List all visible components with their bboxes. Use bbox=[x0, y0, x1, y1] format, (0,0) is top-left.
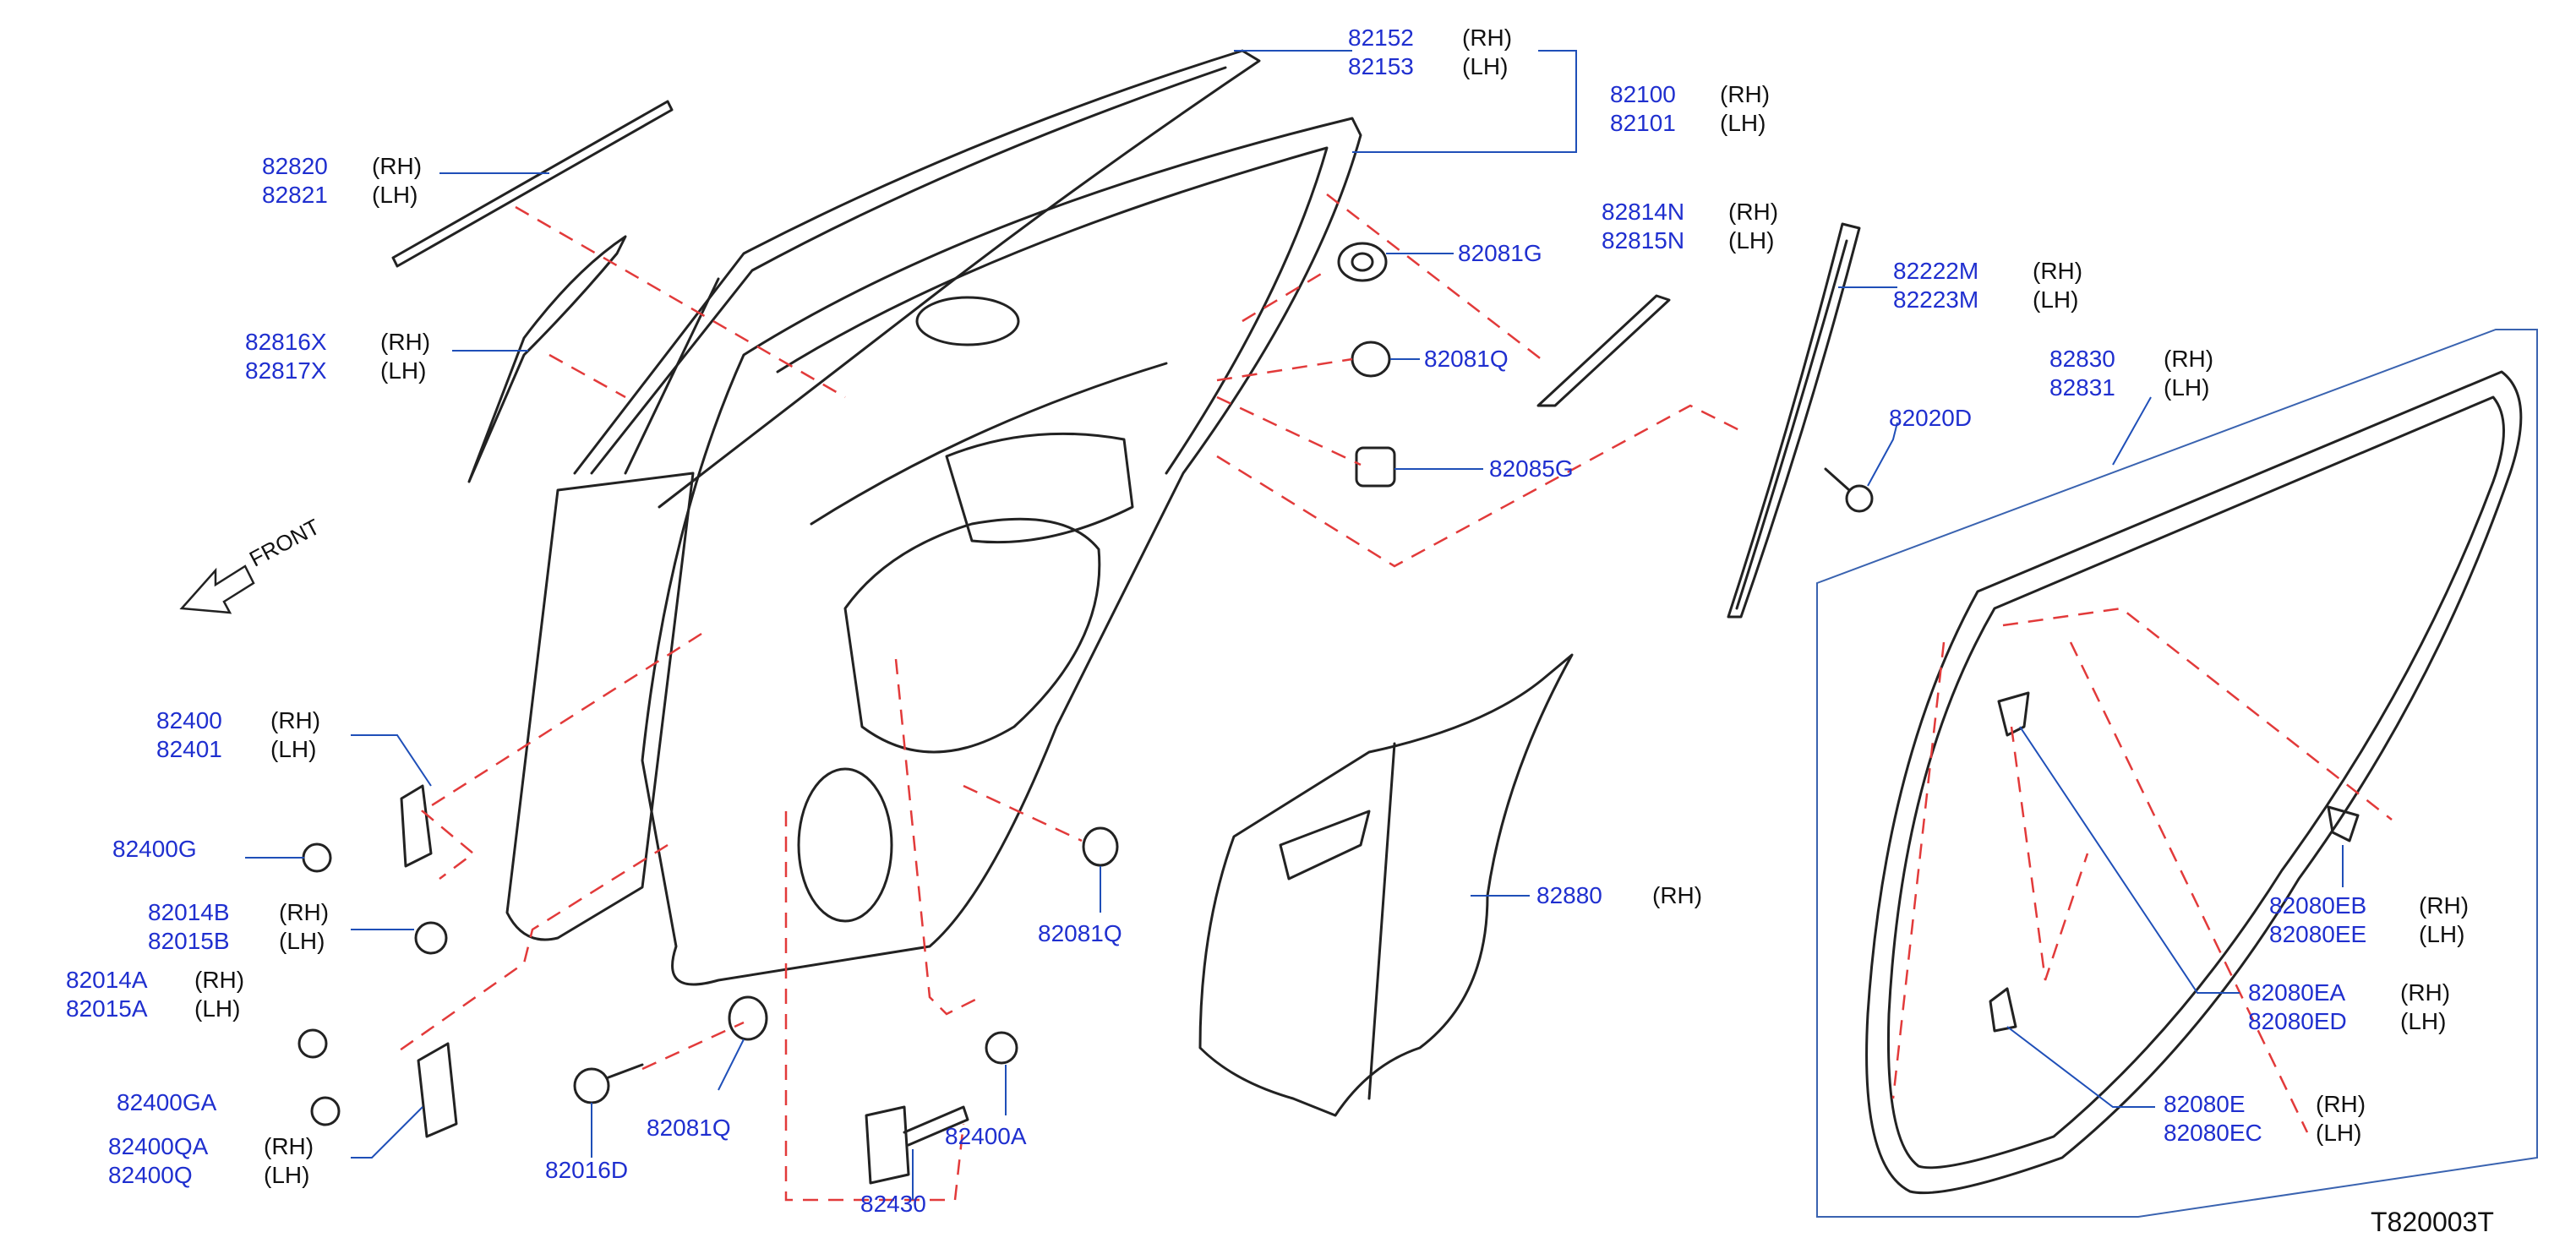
callout-82100: 82100 82101 bbox=[1610, 81, 1676, 136]
leader-82080ea bbox=[2019, 726, 2240, 994]
door-outer-panel bbox=[505, 472, 695, 941]
door-inner-panel bbox=[641, 117, 1362, 986]
leader-82830 bbox=[2112, 396, 2152, 466]
callout-82430: 82430 bbox=[860, 1191, 926, 1217]
callout-82080e: 82080E 82080EC bbox=[2164, 1091, 2262, 1146]
callout-82830-side: (RH) (LH) bbox=[2164, 346, 2214, 401]
callout-82400-side: (RH) (LH) bbox=[270, 707, 321, 762]
callout-82816-side: (RH) (LH) bbox=[380, 329, 431, 384]
door-check-link bbox=[865, 1105, 910, 1185]
bolt-82020d bbox=[1845, 484, 1874, 513]
corner-finisher bbox=[1536, 294, 1671, 407]
callout-82880: 82880 bbox=[1536, 882, 1602, 908]
callout-82014a-side: (RH) (LH) bbox=[194, 967, 245, 1022]
leader-82080e bbox=[2006, 1026, 2155, 1108]
sash-channel bbox=[1727, 222, 1861, 619]
clip-82080eb bbox=[2327, 805, 2360, 842]
grommet-82081g bbox=[1337, 242, 1388, 282]
leader-82020d bbox=[1867, 422, 1898, 487]
leader-82100 bbox=[1352, 50, 1577, 153]
bolt-82400a bbox=[985, 1031, 1018, 1065]
bolt-82014a bbox=[297, 1028, 328, 1059]
callout-82016d: 82016D bbox=[545, 1157, 629, 1183]
callout-82081g: 82081G bbox=[1458, 240, 1542, 266]
callout-82081q-top: 82081Q bbox=[1424, 346, 1509, 372]
callout-82820-side: (RH) (LH) bbox=[372, 153, 423, 208]
callout-82080eb: 82080EB 82080EE bbox=[2269, 892, 2367, 947]
callout-82814-side: (RH) (LH) bbox=[1728, 199, 1779, 254]
callout-82081q-low: 82081Q bbox=[647, 1115, 731, 1141]
callout-82100-side: (RH) (LH) bbox=[1720, 81, 1771, 136]
callout-82080eb-side: (RH) (LH) bbox=[2419, 892, 2470, 947]
callout-82014a: 82014A 82015A bbox=[66, 967, 148, 1022]
speaker-opening bbox=[797, 767, 893, 923]
nut-82400ga bbox=[310, 1096, 341, 1126]
plug-82081q-mid bbox=[1082, 826, 1119, 867]
callout-82816: 82816X 82817X bbox=[245, 329, 327, 384]
plug-82081q-top bbox=[1351, 341, 1391, 378]
callout-82080ea-side: (RH) (LH) bbox=[2400, 979, 2451, 1034]
callout-82400qa-side: (RH) (LH) bbox=[264, 1133, 314, 1188]
bolt-82016d bbox=[573, 1067, 610, 1104]
leader-82400qa bbox=[351, 1106, 423, 1159]
callout-82080e-side: (RH) (LH) bbox=[2316, 1091, 2366, 1146]
callout-82152: 82152 82153 bbox=[1348, 25, 1414, 79]
callout-82222-side: (RH) (LH) bbox=[2033, 258, 2083, 313]
callout-82814: 82814N 82815N bbox=[1602, 199, 1685, 254]
callout-82152-side: (RH) (LH) bbox=[1462, 25, 1513, 79]
front-arrow-icon bbox=[179, 564, 255, 614]
upper-hinge bbox=[400, 784, 433, 868]
callout-82400a: 82400A bbox=[945, 1123, 1027, 1149]
door-weatherstrip bbox=[1865, 370, 2523, 1195]
leader-82081q-b bbox=[718, 1039, 745, 1091]
clip-82080e bbox=[1989, 987, 2017, 1033]
callout-82400g: 82400G bbox=[112, 836, 197, 862]
callout-82830: 82830 82831 bbox=[2049, 346, 2115, 401]
callout-82014b: 82014B 82015B bbox=[148, 899, 230, 954]
callout-82081q-mid: 82081Q bbox=[1038, 920, 1122, 946]
glass-run-strip bbox=[391, 100, 674, 268]
diagram-id: T820003T bbox=[2371, 1207, 2494, 1237]
sash-trim bbox=[467, 235, 627, 483]
weatherstrip-group-box bbox=[1816, 329, 2538, 1218]
clip-82080ea bbox=[1997, 691, 2030, 737]
nut-82400g bbox=[302, 842, 332, 873]
bumper-82085g bbox=[1355, 446, 1396, 488]
plug-82081q-low bbox=[728, 995, 768, 1041]
leader-82400 bbox=[351, 734, 432, 787]
callout-82820: 82820 82821 bbox=[262, 153, 328, 208]
callout-82085g: 82085G bbox=[1489, 455, 1574, 482]
callout-82014b-side: (RH) (LH) bbox=[279, 899, 330, 954]
callout-82400: 82400 82401 bbox=[156, 707, 222, 762]
callout-82222: 82222M 82223M bbox=[1893, 258, 1979, 313]
bolt-82014b bbox=[414, 921, 448, 955]
lower-hinge bbox=[417, 1042, 458, 1138]
callout-82020d: 82020D bbox=[1889, 405, 1973, 431]
callout-82880-side: (RH) bbox=[1652, 882, 1703, 908]
callout-82400ga: 82400GA bbox=[117, 1089, 217, 1115]
callout-82400qa: 82400QA 82400Q bbox=[108, 1133, 209, 1188]
door-window-frame bbox=[573, 49, 1261, 509]
sealing-screen bbox=[1198, 653, 1574, 1117]
callout-82080ea: 82080EA 82080ED bbox=[2248, 979, 2347, 1034]
